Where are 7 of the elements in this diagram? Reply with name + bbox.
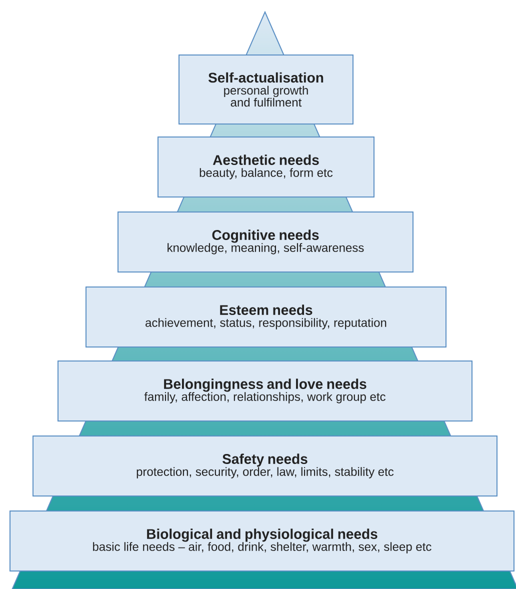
level-box: Safety needs protection, security, order, law, limits, stability etc bbox=[32, 436, 498, 496]
level-box: Belongingness and love needs family, affection, relationships, work group etc bbox=[58, 360, 472, 422]
level-box: Cognitive needs knowledge, meaning, self-awareness bbox=[118, 212, 414, 272]
level-box: Biological and physiological needs basic life needs – air, food, drink, shelter, warmth, sex, sleep etc bbox=[10, 510, 514, 572]
level-box: Aesthetic needs beauty, balance, form etc bbox=[158, 136, 374, 198]
level-box: Esteem needs achievement, status, responsibility, reputation bbox=[86, 286, 446, 348]
level-box: Self-actualisation personal growth and fulfilment bbox=[178, 54, 354, 124]
